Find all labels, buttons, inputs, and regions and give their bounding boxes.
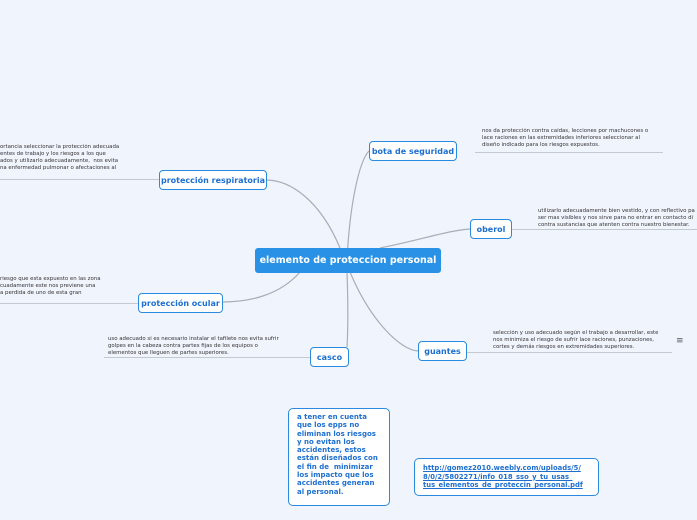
note-underline xyxy=(104,357,310,358)
note-underline xyxy=(0,179,159,180)
connector-ocular xyxy=(221,271,301,303)
bota-note: nos da protección contra caídas, leccion… xyxy=(482,128,649,148)
connector-bota xyxy=(346,150,370,261)
note-underline xyxy=(466,352,672,353)
connector-casco xyxy=(346,271,349,348)
note-underline xyxy=(475,152,663,153)
node-oberol[interactable]: oberol xyxy=(470,219,512,239)
ocular-note: riesgo que esta expuesto en las zona cua… xyxy=(0,276,101,296)
floating-note[interactable]: a tener en cuenta que los epps no elimin… xyxy=(288,408,390,506)
guantes-note: selección y uso adecuado según el trabaj… xyxy=(493,330,659,350)
node-proteccion-ocular[interactable]: protección ocular xyxy=(138,293,223,313)
menu-icon[interactable]: ≡ xyxy=(676,336,684,346)
respiratoria-note: ortancia seleccionar la protección adecu… xyxy=(0,144,120,171)
link-box[interactable]: http://gomez2010.weebly.com/uploads/5/ 8… xyxy=(414,458,599,496)
node-casco[interactable]: casco xyxy=(310,347,349,367)
oberol-note: utilizarlo adecuadamente bien vestido, y… xyxy=(538,208,695,228)
node-guantes[interactable]: guantes xyxy=(418,341,467,361)
node-proteccion-respiratoria[interactable]: protección respiratoria xyxy=(159,170,267,190)
connector-respiratoria xyxy=(265,179,341,249)
central-topic[interactable]: elemento de proteccion personal xyxy=(255,248,441,273)
note-underline xyxy=(511,229,697,230)
note-underline xyxy=(0,303,138,304)
casco-note: uso adecuado si es necesario instalar el… xyxy=(108,336,279,356)
connector-oberol xyxy=(379,228,471,249)
node-bota-de-seguridad[interactable]: bota de seguridad xyxy=(369,141,457,161)
connector-guantes xyxy=(349,271,419,352)
